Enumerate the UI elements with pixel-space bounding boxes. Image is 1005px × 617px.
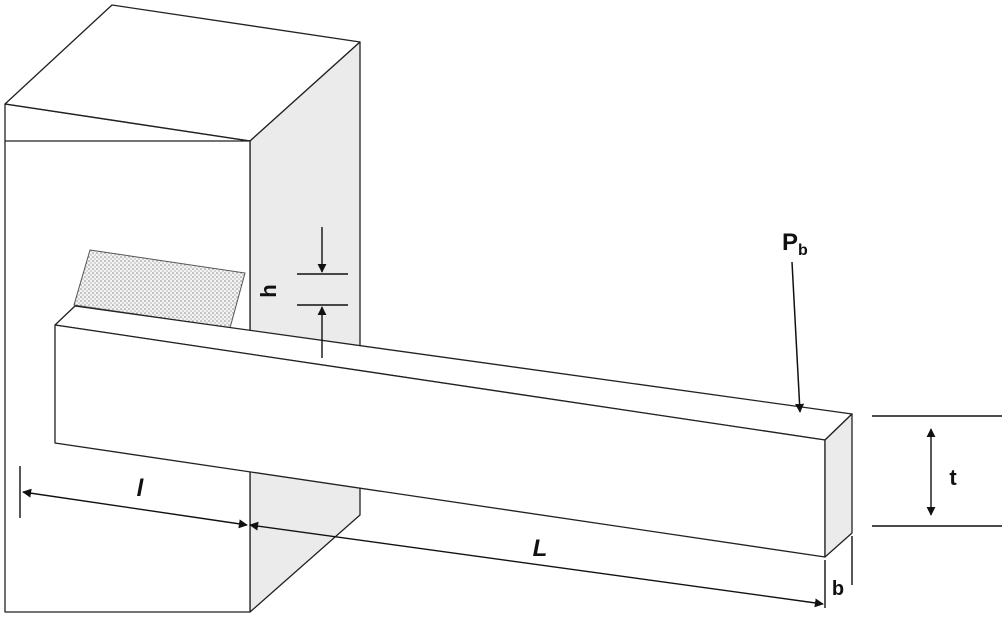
label-t: t — [949, 465, 957, 490]
dimension-h — [297, 227, 348, 358]
label-b: b — [832, 578, 844, 600]
l-arrow — [22, 488, 248, 529]
dimension-l — [19, 466, 248, 529]
L-arrow — [249, 521, 824, 608]
support-block-side-face — [249, 41, 361, 613]
label-pb-subscript: b — [798, 242, 808, 259]
beam-end-face — [824, 413, 853, 558]
label-pb-main: P — [782, 229, 798, 256]
beam — [54, 305, 853, 558]
label-h: h — [256, 284, 281, 297]
dimension-t — [872, 415, 1002, 527]
label-pb: Pb — [782, 229, 808, 259]
load-arrow-pb — [791, 261, 805, 413]
dimension-b — [824, 536, 853, 608]
label-l: l — [137, 475, 145, 502]
label-L: L — [533, 535, 548, 562]
